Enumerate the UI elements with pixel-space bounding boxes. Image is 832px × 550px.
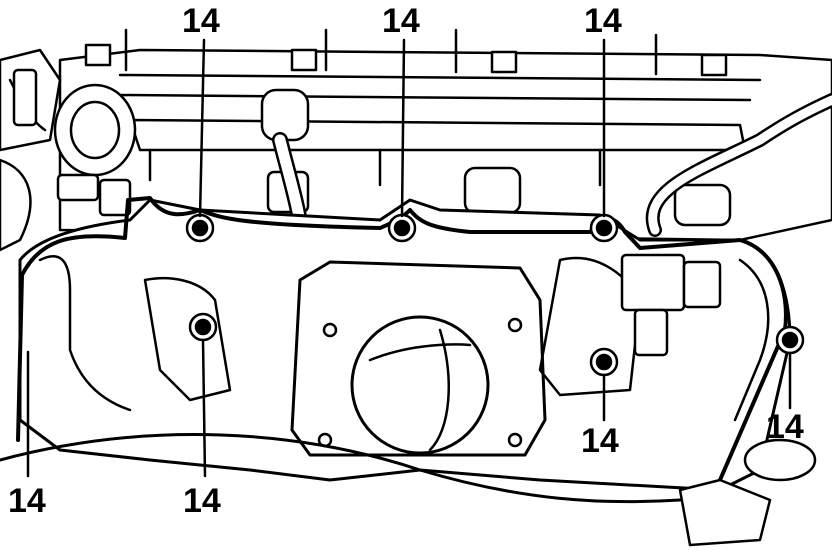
bolt-icon	[589, 213, 619, 243]
bolts	[185, 213, 805, 377]
left-engine-parts	[0, 48, 62, 252]
bolt-icon	[387, 213, 417, 243]
callout-label-bottom-center: 14	[183, 482, 221, 520]
sensor-module	[620, 253, 722, 357]
callout-label-top-right: 14	[584, 2, 622, 40]
callout-leaders	[26, 38, 792, 478]
callout-label-bottom-left: 14	[8, 482, 46, 520]
bolt-icon	[185, 213, 215, 243]
manifold-gasket-line	[16, 196, 788, 482]
callout-label-lower-center-right: 14	[581, 422, 619, 460]
callout-label-top-center: 14	[382, 2, 420, 40]
callout-label-top-left: 14	[182, 2, 220, 40]
bolt-icon	[775, 325, 805, 355]
injector-connectors	[53, 83, 732, 227]
bottom-connector	[678, 438, 817, 547]
callout-label-lower-right: 14	[766, 408, 804, 446]
bolt-icon	[188, 312, 218, 342]
lower-pipe	[0, 433, 682, 504]
bolt-icon	[589, 347, 619, 377]
intake-manifold	[18, 198, 792, 492]
